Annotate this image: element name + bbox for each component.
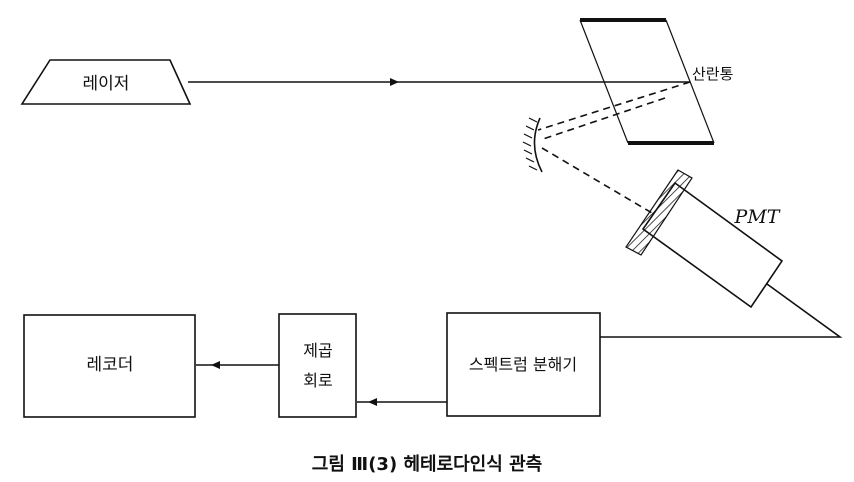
scattering-cell: 산란통 bbox=[579, 18, 733, 145]
recorder-label: 레코더 bbox=[87, 355, 134, 375]
spectrum-analyzer-label: 스펙트럼 분해기 bbox=[469, 355, 577, 374]
analyzer-to-multiplier-arrow bbox=[357, 398, 447, 406]
multiplier-circuit-block: 제곱 회로 bbox=[278, 313, 357, 418]
pmt-block: PMT bbox=[625, 169, 784, 309]
multiplier-to-recorder-arrow bbox=[196, 361, 279, 369]
scattering-cell-label: 산란통 bbox=[692, 65, 733, 83]
multiplier-label-line1: 제곱 bbox=[303, 341, 332, 360]
scattered-light-paths bbox=[537, 81, 691, 214]
laser-block: 레이저 bbox=[20, 59, 192, 105]
figure-caption: 그림 Ⅲ(3) 헤테로다인식 관측 bbox=[312, 454, 542, 475]
recorder-block: 레코더 bbox=[23, 314, 196, 418]
pmt-label: PMT bbox=[734, 206, 781, 228]
spectrum-analyzer-block: 스펙트럼 분해기 bbox=[446, 312, 601, 417]
concave-mirror bbox=[522, 117, 543, 173]
beam-arrow bbox=[390, 78, 399, 86]
pmt-output-line bbox=[600, 283, 843, 338]
laser-label: 레이저 bbox=[83, 74, 130, 94]
multiplier-label-line2: 회로 bbox=[303, 371, 332, 390]
laser-beam bbox=[188, 78, 690, 86]
